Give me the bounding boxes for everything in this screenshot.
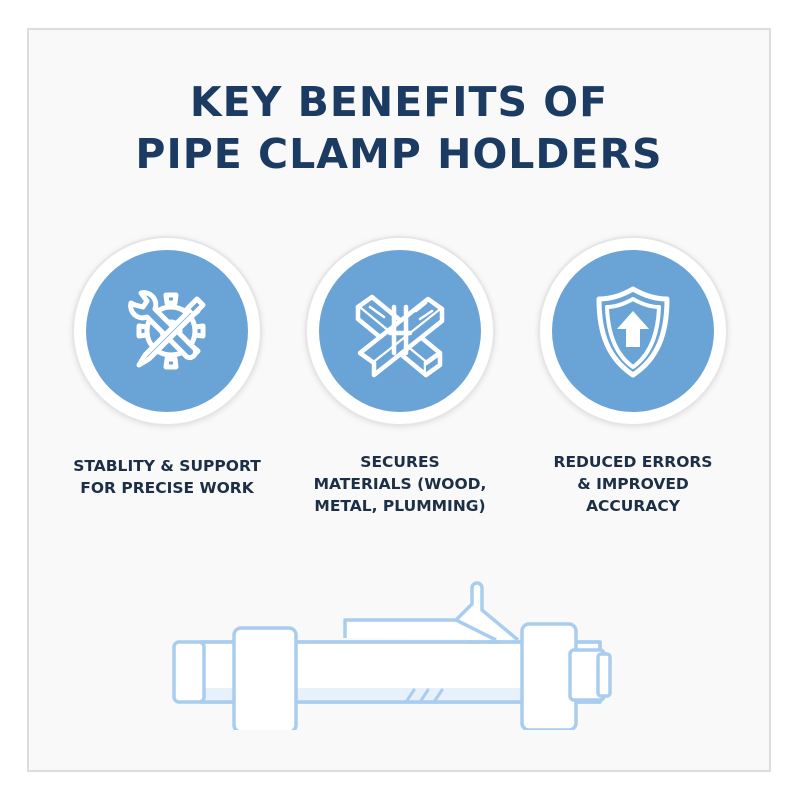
pipe-end-left <box>172 640 206 704</box>
wrench-gear-icon <box>128 290 206 370</box>
benefit-label: STABLITY & SUPPORT FOR PRECISE WORK <box>52 455 282 499</box>
crossed-wood-icon <box>355 294 445 378</box>
icon-ring <box>305 236 495 426</box>
benefit-stability: STABLITY & SUPPORT FOR PRECISE WORK <box>52 236 282 499</box>
benefit-secures-materials: SECURES MATERIALS (WOOD, METAL, PLUMMING… <box>285 236 515 517</box>
icon-disc <box>319 250 481 412</box>
label-line: SECURES <box>360 453 440 471</box>
title-line-2: PIPE CLAMP HOLDERS <box>135 130 663 178</box>
title-line-1: KEY BENEFITS OF <box>189 78 609 126</box>
pipe-clamp-illustration <box>172 581 612 730</box>
icon-disc <box>86 250 248 412</box>
label-line: FOR PRECISE WORK <box>80 479 254 497</box>
icon-ring <box>538 236 728 426</box>
icon-ring <box>72 236 262 426</box>
label-line: MATERIALS (WOOD, <box>313 475 487 493</box>
benefit-label: SECURES MATERIALS (WOOD, METAL, PLUMMING… <box>285 451 515 517</box>
benefit-label: REDUCED ERRORS & IMPROVED ACCURACY <box>518 451 748 517</box>
label-line: METAL, PLUMMING) <box>314 497 486 515</box>
label-line: ACCURACY <box>586 497 680 515</box>
clamp-jaw-right <box>520 622 578 730</box>
label-line: & IMPROVED <box>577 475 689 493</box>
clamp-handle <box>343 581 520 642</box>
icon-disc <box>552 250 714 412</box>
clamp-jaw-left <box>232 626 298 730</box>
page-title: KEY BENEFITS OF PIPE CLAMP HOLDERS <box>27 76 771 180</box>
label-line: REDUCED ERRORS <box>553 453 713 471</box>
shield-arrow-icon <box>596 286 670 378</box>
benefit-accuracy: REDUCED ERRORS & IMPROVED ACCURACY <box>518 236 748 517</box>
label-line: STABLITY & SUPPORT <box>73 457 261 475</box>
